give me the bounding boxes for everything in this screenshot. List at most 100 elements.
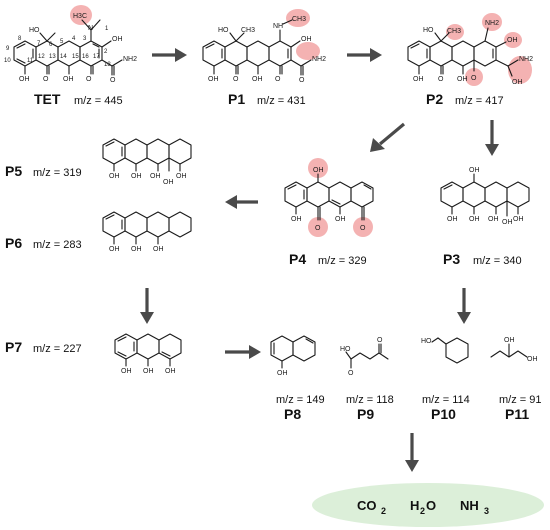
- atom-oh: OH: [527, 356, 538, 363]
- label-p11: P11: [505, 406, 529, 422]
- mz-p8: m/z = 149: [276, 394, 325, 406]
- mz-p10: m/z = 114: [422, 394, 470, 406]
- structure-tet: OH O OH O O NH2 OH HO H3C N 1 2 3 4 5 6 …: [4, 5, 137, 84]
- atom-nh2: NH2: [123, 56, 137, 63]
- structure-p5: OH OH OH OH OH: [102, 138, 192, 186]
- atom-oh: OH: [335, 216, 346, 223]
- structure-p8: OH: [270, 335, 316, 377]
- arrowhead: [140, 312, 154, 324]
- atom-ho: HO: [340, 346, 351, 353]
- label-p8: P8: [284, 406, 301, 422]
- label-p4: P4: [289, 251, 306, 267]
- tet-number: 18: [104, 62, 111, 68]
- atom-oh: OH: [176, 173, 187, 180]
- tet-number: 10: [4, 58, 11, 64]
- atom-o: O: [86, 76, 92, 83]
- atom-h3c: H3C: [73, 13, 87, 20]
- highlight-p4: [353, 217, 373, 237]
- atom-ch3: CH3: [447, 28, 461, 35]
- structure-p4: OH O OH O OH: [284, 158, 374, 237]
- atom-oh: OH: [153, 246, 164, 253]
- atom-oh: OH: [313, 167, 324, 174]
- atom-oh: OH: [502, 219, 513, 226]
- arrowhead: [457, 312, 471, 324]
- structure-p6: OH OH OH: [102, 211, 192, 253]
- highlight-p2: [465, 68, 483, 86]
- atom-n: N: [88, 25, 93, 32]
- atom-oh: OH: [413, 76, 424, 83]
- arrowhead: [485, 144, 499, 156]
- atom-oh: OH: [291, 216, 302, 223]
- product-h2o-o: O: [426, 498, 436, 513]
- mz-p2: m/z = 417: [455, 95, 504, 107]
- highlight-tet-n-methyl: [70, 5, 92, 25]
- highlight-p4: [308, 158, 328, 178]
- atom-o: O: [110, 77, 116, 84]
- label-p10: P10: [431, 406, 456, 422]
- mz-p4: m/z = 329: [318, 255, 367, 267]
- mineralization-ellipse: [312, 483, 544, 527]
- atom-oh: OH: [131, 173, 142, 180]
- tet-number: 17: [93, 54, 100, 60]
- atom-o: O: [299, 77, 305, 84]
- product-co2: CO: [357, 498, 377, 513]
- highlight-p2: [446, 24, 464, 40]
- atom-oh: OH: [143, 368, 154, 375]
- tet-number: 14: [60, 54, 67, 60]
- atom-ho: HO: [423, 27, 434, 34]
- product-h2o-subscript: 2: [420, 506, 425, 516]
- atom-ch3: CH3: [241, 27, 255, 34]
- atom-oh: OH: [512, 79, 523, 86]
- atom-oh: OH: [208, 76, 219, 83]
- structure-p3: OH OH OH OH OH OH: [440, 167, 530, 226]
- atom-oh: OH: [112, 36, 123, 43]
- arrow-p2-p4: [378, 122, 406, 146]
- highlight-p1-amide: [296, 42, 320, 60]
- highlight-p4: [308, 217, 328, 237]
- mz-p7: m/z = 227: [33, 343, 82, 355]
- arrowhead: [370, 48, 382, 62]
- atom-oh: OH: [163, 179, 174, 186]
- tet-number: 5: [60, 39, 64, 45]
- structure-p10: HO: [421, 337, 469, 364]
- atom-nh: NH: [273, 23, 283, 30]
- mz-p3: m/z = 340: [473, 255, 522, 267]
- label-p9: P9: [357, 406, 374, 422]
- tet-number: 13: [49, 54, 56, 60]
- atom-oh: OH: [447, 216, 458, 223]
- mz-p11: m/z = 91: [499, 394, 542, 406]
- atom-oh: OH: [109, 246, 120, 253]
- atom-oh: OH: [301, 36, 312, 43]
- label-p7: P7: [5, 339, 22, 355]
- atom-oh: OH: [488, 216, 499, 223]
- tet-number: 2: [104, 49, 108, 55]
- atom-oh: OH: [131, 246, 142, 253]
- structure-p2: OH O OH O NH2 OH OH HO CH3 NH2: [407, 13, 533, 86]
- tet-number: 9: [6, 46, 10, 52]
- label-tet: TET: [34, 91, 61, 107]
- atom-oh: OH: [277, 370, 288, 377]
- highlight-p1-methyl: [286, 9, 310, 27]
- atom-nh2: NH2: [312, 56, 326, 63]
- tet-number: 12: [38, 54, 45, 60]
- atom-ho: HO: [421, 338, 432, 345]
- atom-oh: OH: [109, 173, 120, 180]
- product-h2o-h: H: [410, 498, 419, 513]
- atom-oh: OH: [165, 368, 176, 375]
- atom-o: O: [275, 76, 281, 83]
- structure-p9: HO O O: [340, 337, 389, 377]
- atom-oh: OH: [150, 173, 161, 180]
- atom-oh: OH: [252, 76, 263, 83]
- atom-o: O: [348, 370, 354, 377]
- mz-p9: m/z = 118: [346, 394, 394, 406]
- atom-oh: OH: [513, 216, 524, 223]
- mz-p5: m/z = 319: [33, 167, 82, 179]
- atom-o: O: [438, 76, 444, 83]
- atom-ho: HO: [218, 27, 229, 34]
- arrowhead: [225, 195, 237, 209]
- atom-ho: HO: [29, 27, 40, 34]
- atom-oh: OH: [121, 368, 132, 375]
- atom-o: O: [315, 225, 321, 232]
- structure-p7: OH OH OH: [114, 333, 182, 375]
